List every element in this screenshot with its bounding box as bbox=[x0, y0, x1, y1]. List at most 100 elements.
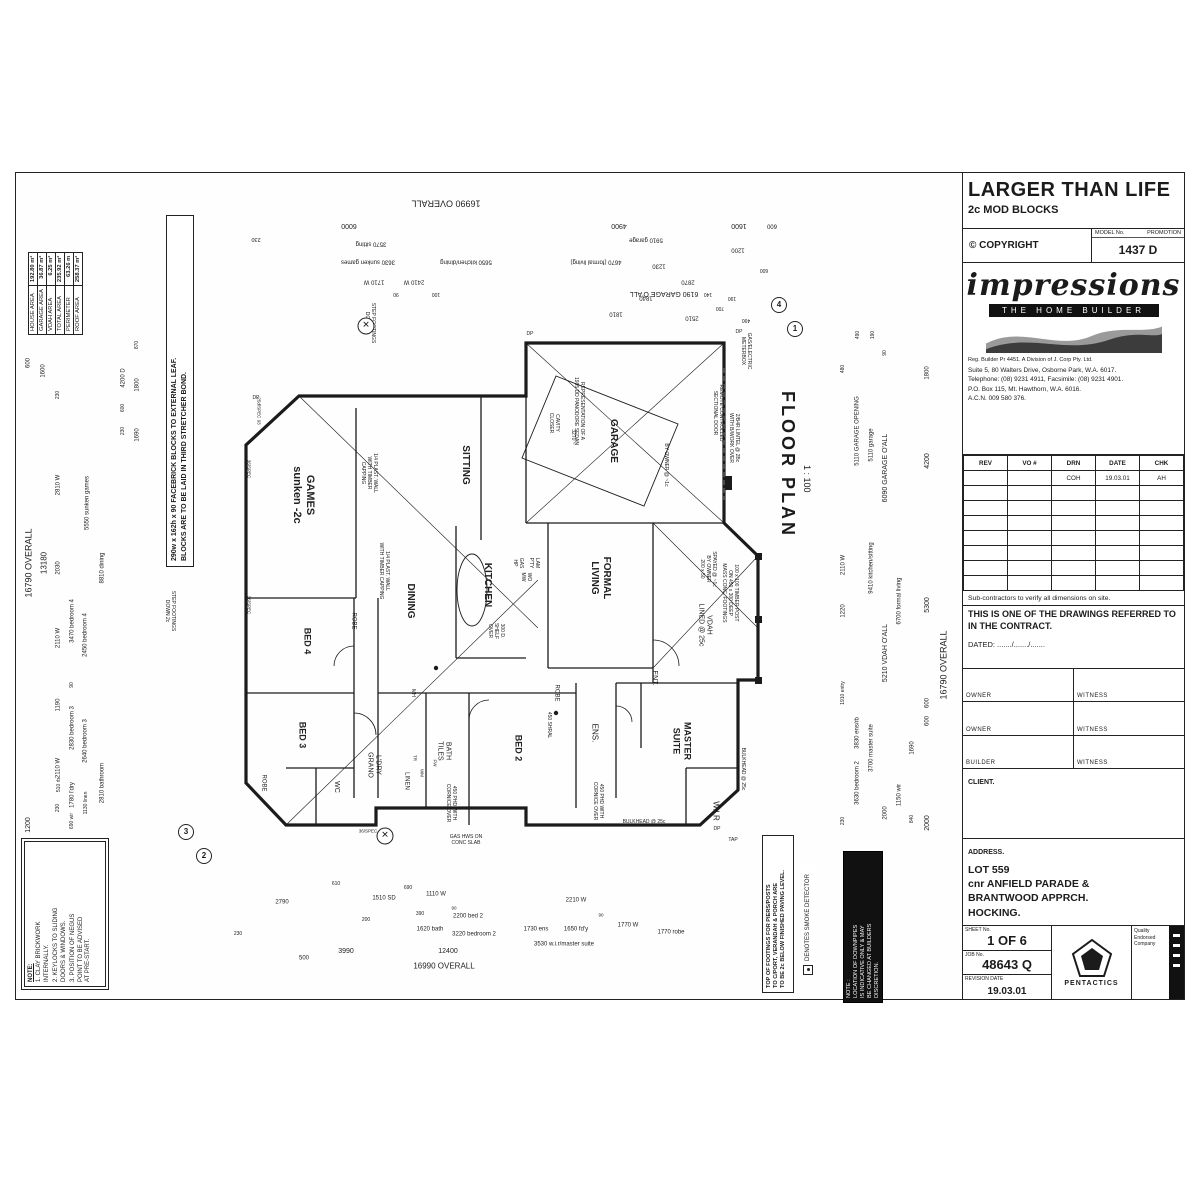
site-address-line: HOCKING. bbox=[968, 906, 1021, 919]
plan-title-wrap: FLOOR PLAN bbox=[772, 391, 798, 547]
section-marker: 4 bbox=[771, 297, 787, 313]
client-label: CLIENT. bbox=[968, 779, 995, 786]
dim-label: 2200 bed 2 bbox=[452, 913, 484, 920]
revision-date-label: REVISION DATE bbox=[965, 976, 1004, 983]
dim-label: 2870 bbox=[681, 278, 695, 285]
signature-cell[interactable]: OWNER bbox=[963, 669, 1074, 702]
dim-label: 3220 bedroom 2 bbox=[452, 931, 496, 938]
signature-row: OWNER WITNESS bbox=[963, 702, 1184, 736]
dim-label: 1690 bbox=[134, 428, 141, 442]
signature-cell[interactable]: WITNESS bbox=[1074, 736, 1184, 768]
dim-label: 16990 OVERALL bbox=[413, 961, 475, 971]
floor-plan-drawing bbox=[244, 341, 762, 827]
dim-label: 5300 bbox=[923, 597, 931, 613]
subcontractor-note: Sub-contractors to verify all dimensions… bbox=[963, 591, 1184, 606]
dim-label: 1780 l'dry bbox=[69, 782, 76, 808]
dim-label: 3830 ens/rb bbox=[854, 717, 861, 749]
revision-empty-row bbox=[963, 560, 1184, 576]
dim-label: 2110 W bbox=[55, 757, 62, 779]
sheet-no-label: SHEET No. bbox=[965, 927, 991, 933]
contract-box: THIS IS ONE OF THE DRAWINGS REFERRED TO … bbox=[963, 606, 1184, 669]
dim-label: 610 bbox=[331, 881, 341, 888]
downpipes-note-wrap: NOTE : LOCATION OF DOWNPIPES IS INDICATI… bbox=[843, 851, 883, 1003]
dim-label: 12400 bbox=[438, 947, 458, 955]
downpipes-note: NOTE : LOCATION OF DOWNPIPES IS INDICATI… bbox=[843, 851, 883, 1003]
dim-label: 1770 W bbox=[617, 922, 639, 929]
dim-label: 140 bbox=[703, 290, 713, 297]
signature-cell[interactable]: WITNESS bbox=[1074, 669, 1184, 701]
dim-label: 3990 bbox=[338, 947, 354, 955]
general-note: NOTE: 1. CLAY BRICKWORK INTERNALLY.2. KE… bbox=[22, 835, 108, 993]
dim-label: 16790 OVERALL bbox=[938, 630, 949, 700]
title-block-footer: SHEET No. 1 OF 6 JOB No. 48643 Q REVISIO… bbox=[963, 926, 1184, 999]
dim-label: 2790 bbox=[275, 899, 289, 906]
title-block: LARGER THAN LIFE 2c MOD BLOCKS © COPYRIG… bbox=[962, 173, 1184, 999]
dim-label: 190 bbox=[870, 330, 877, 340]
footings-note: TOP OF FOOTINGS FOR PIERS/POSTS TO C/POR… bbox=[762, 835, 794, 993]
signature-cell[interactable]: WITNESS bbox=[1074, 702, 1184, 734]
dim-label: 3700 master suite bbox=[868, 724, 875, 772]
builder-contact-line: Telephone: (08) 9231 4911, Facsimile: (0… bbox=[968, 376, 1124, 384]
dim-label: 90 bbox=[69, 682, 76, 688]
dim-label: 2450 bedroom 4 bbox=[82, 613, 89, 657]
revision-empty-row bbox=[963, 515, 1184, 531]
dim-label: 4900 bbox=[611, 222, 627, 230]
builder-registration: Reg. Builder Pr 4451. A Division of J. C… bbox=[968, 357, 1093, 363]
smoke-detector-text: DENOTES SMOKE DETECTOR bbox=[805, 874, 811, 961]
general-note-wrap: NOTE: 1. CLAY BRICKWORK INTERNALLY.2. KE… bbox=[22, 835, 108, 993]
job-no-label: JOB No. bbox=[965, 951, 984, 958]
dim-label: 1840 bbox=[639, 294, 653, 301]
dim-label: 3630 bedroom 2 bbox=[854, 761, 861, 805]
model-no-value: 1437 D bbox=[1118, 243, 1158, 257]
dim-label: 600 bbox=[766, 222, 778, 229]
dim-label: 480 bbox=[840, 364, 847, 374]
dim-label: 90 bbox=[451, 905, 457, 911]
dim-label: 1230 bbox=[652, 262, 666, 269]
quality-badge: Quality Endorsed Company bbox=[1134, 928, 1156, 947]
dim-label: 2030 bbox=[55, 561, 62, 575]
revision-empty-row bbox=[963, 500, 1184, 516]
dim-label: 90 bbox=[393, 290, 399, 297]
signature-cell[interactable]: OWNER bbox=[963, 702, 1074, 735]
dim-label: 1600 bbox=[731, 222, 747, 230]
dim-label: 2640 bedroom 3 bbox=[82, 719, 89, 763]
revision-date-value: 19.03.01 bbox=[987, 986, 1027, 998]
signature-cell[interactable]: BUILDER bbox=[963, 735, 1074, 768]
builder-logo: impressions bbox=[966, 268, 1181, 303]
dim-label: 600 bbox=[25, 357, 32, 369]
pentactics-logo bbox=[1071, 938, 1112, 977]
signature-label: OWNER bbox=[966, 726, 992, 733]
facebrick-note-wrap: 290w x 162h x 90 FACEBRICK BLOCKS TO EXT… bbox=[166, 215, 194, 567]
dim-label: 5910 garage bbox=[629, 236, 663, 243]
dim-label: 3570 sitting bbox=[355, 240, 387, 247]
dim-label: 2000 bbox=[923, 815, 931, 831]
dim-label: 6190 GARAGE O'ALL bbox=[629, 290, 699, 298]
revision-date-cell: REVISION DATE 19.03.01 bbox=[963, 975, 1051, 999]
dim-label: 2510 bbox=[685, 314, 699, 321]
dim-label: 500 bbox=[298, 955, 310, 962]
builder-contact: Suite 5, 80 Walters Drive, Osborne Park,… bbox=[968, 366, 1179, 403]
dim-label: 5110 GARAGE OPENING bbox=[854, 396, 861, 466]
dim-label: 600 bbox=[120, 403, 127, 413]
builder-contact-line: Suite 5, 80 Walters Drive, Osborne Park,… bbox=[968, 367, 1117, 374]
dim-label: 1650 fd'y bbox=[563, 926, 589, 933]
dim-label: 90 bbox=[882, 350, 889, 356]
quality-block: Quality Endorsed Company bbox=[1132, 926, 1184, 999]
dim-label: 6000 bbox=[341, 222, 357, 230]
dim-label: 600 bbox=[924, 697, 931, 709]
dim-label: 230 bbox=[55, 390, 62, 400]
model-no-label: MODEL No. bbox=[1095, 230, 1125, 236]
dim-label: 4200 bbox=[923, 453, 931, 469]
dim-label: 600 bbox=[924, 715, 931, 727]
dim-label: 230 bbox=[251, 236, 261, 243]
signature-label: WITNESS bbox=[1077, 759, 1108, 766]
dim-label: 490 bbox=[741, 316, 751, 323]
pentactics-block: PENTACTICS bbox=[1052, 926, 1132, 999]
model-box: MODEL No. PROMOTION 1437 D bbox=[1091, 229, 1184, 262]
